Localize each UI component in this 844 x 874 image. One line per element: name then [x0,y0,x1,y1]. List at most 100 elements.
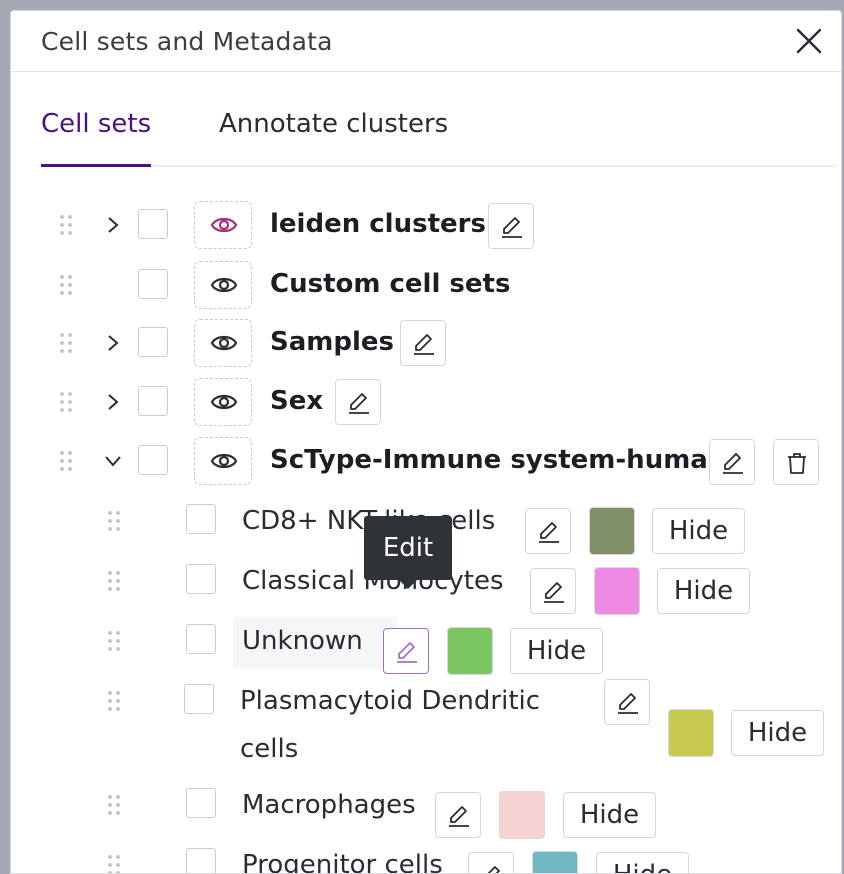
group-label-sex: Sex [270,386,324,416]
color-swatch[interactable] [594,567,640,615]
edit-button[interactable] [604,679,650,725]
edit-button[interactable] [525,508,571,554]
visibility-toggle[interactable] [194,319,252,367]
drag-handle-icon[interactable] [59,214,73,236]
pencil-icon [618,693,638,714]
edit-button[interactable] [383,628,429,674]
tree-group-row: leiden clusters [11,201,841,251]
pencil-icon [349,393,369,414]
color-swatch[interactable] [668,709,714,757]
pencil-icon [487,866,500,873]
hide-button[interactable]: Hide [657,568,750,614]
group-checkbox[interactable] [138,386,168,416]
item-checkbox[interactable] [186,564,216,594]
pencil-icon [449,806,469,827]
drag-handle-icon[interactable] [59,274,73,296]
edit-button[interactable] [435,792,481,838]
list-item: Unknown Hide [11,617,841,675]
pencil-icon [397,642,417,663]
list-item: Classical Monocytes Hide [11,557,841,615]
color-swatch[interactable] [532,851,578,873]
pencil-icon [414,334,434,355]
drag-handle-icon[interactable] [107,854,121,874]
pencil-icon [723,453,743,474]
chevron-down-icon[interactable] [103,451,123,471]
hide-button[interactable]: Hide [510,628,603,674]
color-swatch[interactable] [499,791,545,839]
group-checkbox[interactable] [138,445,168,475]
item-label-plasmacytoid-line2[interactable]: cells [240,734,299,764]
eye-icon [210,277,238,293]
item-label-macrophages[interactable]: Macrophages [242,790,416,820]
drag-handle-icon[interactable] [107,794,121,816]
chevron-right-icon[interactable] [103,215,123,235]
drag-handle-icon[interactable] [59,332,73,354]
pencil-icon [539,522,559,543]
edit-button[interactable] [530,568,576,614]
tab-bar: Cell sets Annotate clusters [41,109,835,167]
visibility-toggle[interactable] [194,437,252,485]
tree-group-row: Sex [11,378,841,428]
edit-button[interactable] [335,379,381,425]
visibility-toggle[interactable] [194,201,252,249]
group-label-samples: Samples [270,327,394,357]
group-checkbox[interactable] [138,269,168,299]
tab-cell-sets[interactable]: Cell sets [41,109,152,167]
pencil-icon [502,217,522,238]
group-label-sctype: ScType-Immune system-human [270,445,727,475]
hide-button[interactable]: Hide [596,852,689,873]
delete-button[interactable] [773,439,819,485]
eye-icon [210,335,238,351]
edit-button[interactable] [488,203,534,249]
drag-handle-icon[interactable] [107,510,121,532]
group-checkbox[interactable] [138,327,168,357]
eye-icon [210,453,238,469]
list-item: CD8+ NKT-like cells Hide [11,497,841,555]
color-swatch[interactable] [447,627,493,675]
tree-group-row: Custom cell sets [11,261,841,311]
drag-handle-icon[interactable] [107,690,121,712]
pencil-icon [544,582,564,603]
item-checkbox[interactable] [186,624,216,654]
tab-annotate-clusters[interactable]: Annotate clusters [219,109,449,139]
chevron-right-icon[interactable] [103,392,123,412]
tree-group-row: ScType-Immune system-human [11,437,841,487]
drag-handle-icon[interactable] [107,570,121,592]
chevron-right-icon[interactable] [103,333,123,353]
tree-group-row: Samples [11,319,841,369]
eye-icon [210,217,238,233]
hide-button[interactable]: Hide [731,710,824,756]
drag-handle-icon[interactable] [107,630,121,652]
modal-header: Cell sets and Metadata [11,11,841,72]
visibility-toggle[interactable] [194,378,252,426]
edit-tooltip: Edit [364,516,452,589]
item-label-progenitor[interactable]: Progenitor cells [242,850,443,874]
list-item: Progenitor cells Hide [11,841,841,874]
eye-icon [210,394,238,410]
edit-button[interactable] [709,439,755,485]
visibility-toggle[interactable] [194,261,252,309]
item-checkbox[interactable] [186,788,216,818]
hide-button[interactable]: Hide [652,508,745,554]
hide-button[interactable]: Hide [563,792,656,838]
edit-button[interactable] [400,320,446,366]
drag-handle-icon[interactable] [59,450,73,472]
item-label-plasmacytoid-line1[interactable]: Plasmacytoid Dendritic [240,686,541,716]
item-label-unknown[interactable]: Unknown [242,626,363,656]
list-item: Macrophages Hide [11,781,841,839]
group-label-custom-cell-sets: Custom cell sets [270,269,511,299]
item-checkbox[interactable] [186,504,216,534]
group-label-leiden-clusters: leiden clusters [270,209,486,239]
edit-button[interactable] [468,852,514,873]
cell-sets-modal: Cell sets and Metadata Cell sets Annotat… [10,10,842,874]
close-icon [796,28,822,54]
group-checkbox[interactable] [138,209,168,239]
list-item: Plasmacytoid Dendritic cells Hide [11,677,841,777]
color-swatch[interactable] [589,507,635,555]
trash-icon [788,453,806,474]
modal-title: Cell sets and Metadata [41,27,333,56]
item-checkbox[interactable] [184,684,214,714]
drag-handle-icon[interactable] [59,391,73,413]
close-button[interactable] [793,25,825,57]
item-checkbox[interactable] [186,848,216,873]
